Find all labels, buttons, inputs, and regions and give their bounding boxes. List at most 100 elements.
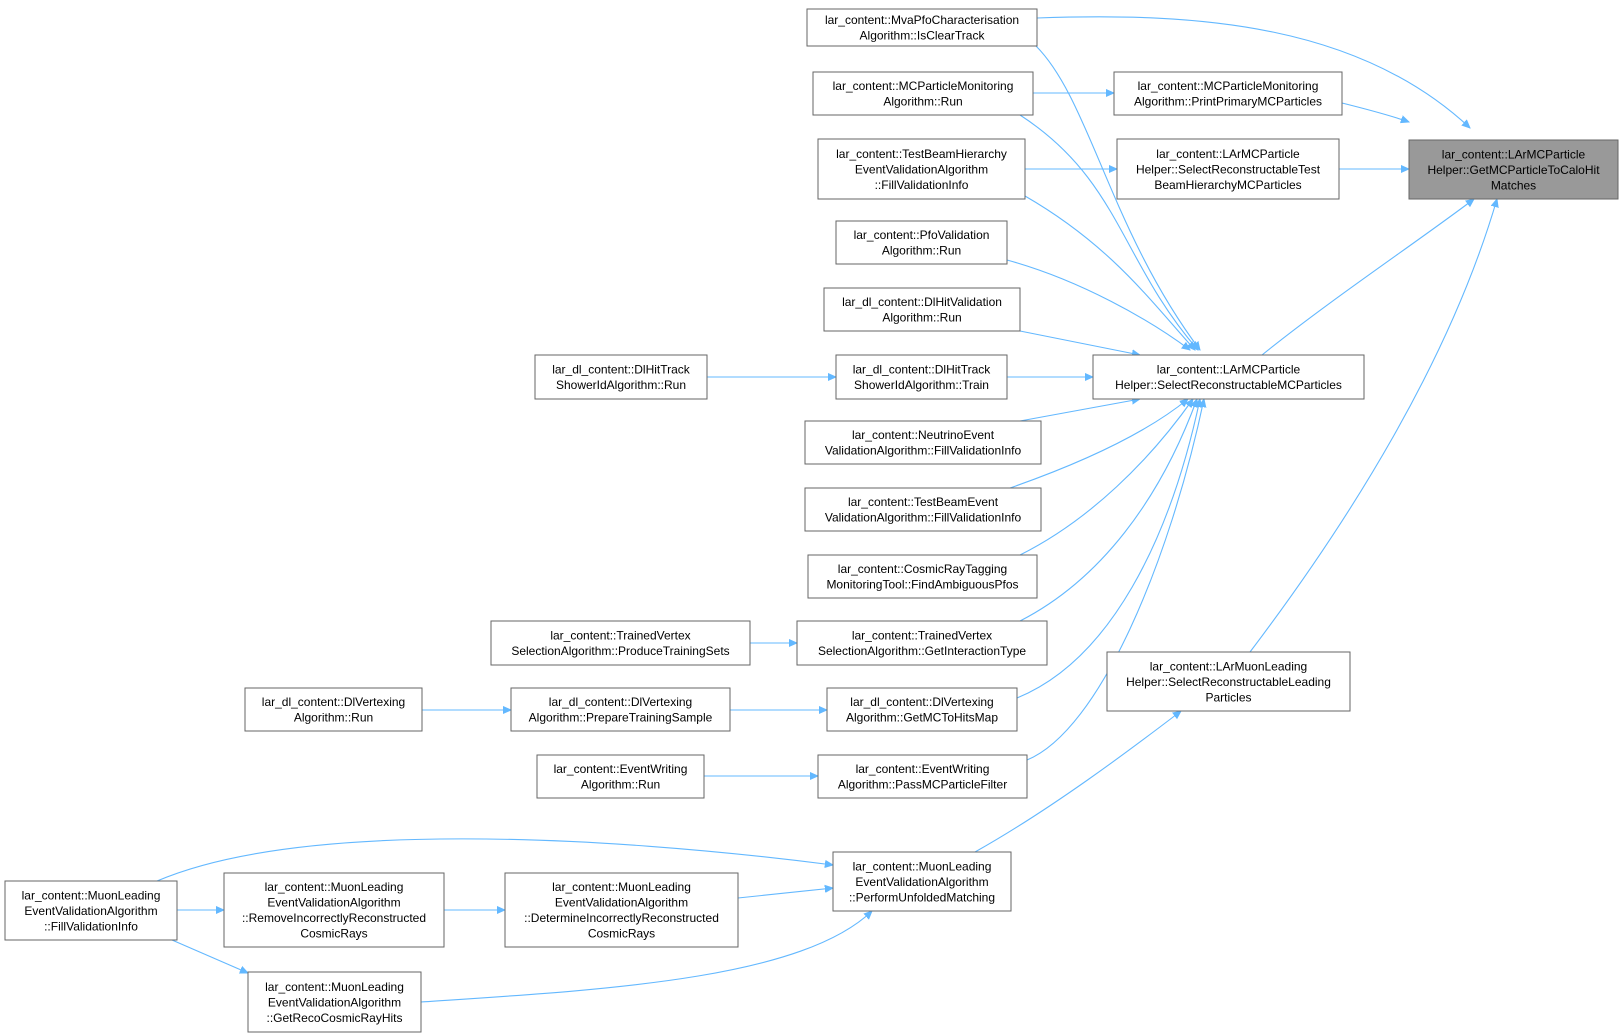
graph-node-ml_getreco[interactable]: lar_content::MuonLeadingEventValidationA… <box>247 971 422 1033</box>
edge-mva-to-srmc <box>1035 45 1200 350</box>
node-label-line: Algorithm::GetMCToHitsMap <box>846 711 998 725</box>
graph-node-dlv_getmc[interactable]: lar_dl_content::DlVertexingAlgorithm::Ge… <box>826 687 1018 732</box>
node-box <box>510 687 731 732</box>
graph-node-dlhit_run[interactable]: lar_dl_content::DlHitValidationAlgorithm… <box>823 287 1021 332</box>
node-box <box>536 754 705 799</box>
node-label-line: ::DetermineIncorrectlyReconstructed <box>524 911 719 925</box>
edge-mva-to-target <box>1036 16 1470 128</box>
node-box <box>796 620 1048 666</box>
node-label-line: Algorithm::PassMCParticleFilter <box>838 778 1007 792</box>
graph-node-dltrack_train[interactable]: lar_dl_content::DlHitTrackShowerIdAlgori… <box>835 354 1008 400</box>
node-label-line: ValidationAlgorithm::FillValidationInfo <box>825 444 1022 458</box>
graph-node-target[interactable]: lar_content::LArMCParticleHelper::GetMCP… <box>1408 139 1619 200</box>
edge-mcpm_print-to-target <box>1341 102 1409 122</box>
node-label-line: Algorithm::PrepareTrainingSample <box>529 711 713 725</box>
graph-node-ml_fill[interactable]: lar_content::MuonLeadingEventValidationA… <box>4 880 178 941</box>
graph-node-mva[interactable]: lar_content::MvaPfoCharacterisationAlgor… <box>806 8 1038 47</box>
graph-node-mcpm_run[interactable]: lar_content::MCParticleMonitoringAlgorit… <box>812 71 1034 116</box>
edge-pfo_run-to-srmc <box>1006 259 1190 350</box>
node-label-line: Algorithm::Run <box>294 711 373 725</box>
edge-ew_pass-to-srmc <box>1026 399 1204 761</box>
node-label-line: lar_content::MuonLeading <box>22 888 161 902</box>
node-label-line: EventValidationAlgorithm <box>24 904 157 918</box>
edge-mcpm_run-to-srmc <box>1019 114 1198 350</box>
node-label-line: lar_content::LArMCParticle <box>1157 363 1301 377</box>
node-label-line: EventValidationAlgorithm <box>855 875 988 889</box>
graph-node-nu_fill[interactable]: lar_content::NeutrinoEventValidationAlgo… <box>804 420 1042 465</box>
node-label-line: lar_content::MCParticleMonitoring <box>1138 79 1319 93</box>
graph-node-ml_determine[interactable]: lar_content::MuonLeadingEventValidationA… <box>504 872 739 948</box>
node-label-line: SelectionAlgorithm::GetInteractionType <box>818 644 1026 658</box>
node-label-line: Algorithm::IsClearTrack <box>860 29 986 43</box>
node-label-line: EventValidationAlgorithm <box>267 896 400 910</box>
graph-node-dlv_run[interactable]: lar_dl_content::DlVertexingAlgorithm::Ru… <box>244 687 423 732</box>
node-label-line: lar_content::TrainedVertex <box>550 629 690 643</box>
node-label-line: ::PerformUnfoldedMatching <box>849 890 995 904</box>
graph-node-ew_pass[interactable]: lar_content::EventWritingAlgorithm::Pass… <box>817 754 1028 799</box>
graph-node-ml_perform[interactable]: lar_content::MuonLeadingEventValidationA… <box>832 851 1012 912</box>
node-label-line: lar_content::MuonLeading <box>265 980 404 994</box>
graph-node-muon_sel[interactable]: lar_content::LArMuonLeadingHelper::Selec… <box>1106 651 1351 712</box>
node-label-line: lar_dl_content::DlHitValidation <box>842 295 1002 309</box>
edge-ml_perform-to-muon_sel <box>974 711 1181 853</box>
node-box <box>1116 138 1340 200</box>
node-box <box>504 872 739 948</box>
edge-ml_determine-to-ml_perform <box>737 888 833 899</box>
edge-dlhit_run-to-srmc <box>1019 330 1140 355</box>
node-label-line: Algorithm::Run <box>882 244 961 258</box>
node-label-line: ShowerIdAlgorithm::Run <box>556 378 686 392</box>
node-label-line: EventValidationAlgorithm <box>555 896 688 910</box>
graph-node-tv_get[interactable]: lar_content::TrainedVertexSelectionAlgor… <box>796 620 1048 666</box>
node-label-line: ::GetRecoCosmicRayHits <box>266 1011 402 1025</box>
node-label-line: Helper::GetMCParticleToCaloHit <box>1427 163 1600 177</box>
edge-ml_fill-to-ml_getreco <box>171 939 248 973</box>
node-label-line: Helper::SelectReconstructableLeading <box>1126 675 1331 689</box>
edge-ml_fill-to-ml_perform <box>156 838 833 882</box>
edge-ml_getreco-to-ml_perform <box>420 911 872 1003</box>
node-box <box>1092 354 1365 400</box>
node-label-line: lar_content::MuonLeading <box>853 859 992 873</box>
graph-node-tbh_fill[interactable]: lar_content::TestBeamHierarchyEventValid… <box>817 138 1026 200</box>
graph-node-tbe_fill[interactable]: lar_content::TestBeamEventValidationAlgo… <box>804 487 1042 532</box>
graph-node-srtb[interactable]: lar_content::LArMCParticleHelper::Select… <box>1116 138 1340 200</box>
node-box <box>247 971 422 1033</box>
node-box <box>812 71 1034 116</box>
node-box <box>823 287 1021 332</box>
edge-crt_find-to-srmc <box>1019 399 1193 556</box>
node-label-line: CosmicRays <box>588 927 655 941</box>
node-label-line: MonitoringTool::FindAmbiguousPfos <box>826 578 1018 592</box>
node-label-line: lar_content::TrainedVertex <box>852 629 992 643</box>
edge-tbe_fill-to-srmc <box>1009 399 1188 489</box>
node-label-line: EventValidationAlgorithm <box>855 162 988 176</box>
node-label-line: lar_content::EventWriting <box>856 762 990 776</box>
graph-node-mcpm_print[interactable]: lar_content::MCParticleMonitoringAlgorit… <box>1113 71 1343 116</box>
node-label-line: lar_content::LArMuonLeading <box>1150 659 1307 673</box>
nodes-layer: lar_content::LArMCParticleHelper::GetMCP… <box>4 8 1619 1033</box>
edge-muon_sel-to-target <box>1249 199 1497 653</box>
node-label-line: Helper::SelectReconstructableTest <box>1136 162 1321 176</box>
node-box <box>1408 139 1619 200</box>
node-label-line: lar_dl_content::DlVertexing <box>549 695 692 709</box>
node-box <box>1113 71 1343 116</box>
edge-nu_fill-to-srmc <box>1019 399 1140 422</box>
graph-node-tv_prod[interactable]: lar_content::TrainedVertexSelectionAlgor… <box>490 620 751 666</box>
node-label-line: ::FillValidationInfo <box>44 919 138 933</box>
graph-node-ml_remove[interactable]: lar_content::MuonLeadingEventValidationA… <box>223 872 445 948</box>
graph-node-crt_find[interactable]: lar_content::CosmicRayTaggingMonitoringT… <box>807 554 1038 599</box>
node-label-line: lar_content::LArMCParticle <box>1156 147 1300 161</box>
graph-node-dltrack_run[interactable]: lar_dl_content::DlHitTrackShowerIdAlgori… <box>534 354 708 400</box>
graph-node-dlv_prep[interactable]: lar_dl_content::DlVertexingAlgorithm::Pr… <box>510 687 731 732</box>
node-label-line: lar_content::PfoValidation <box>854 228 990 242</box>
graph-node-srmc[interactable]: lar_content::LArMCParticleHelper::Select… <box>1092 354 1365 400</box>
edge-tbh_fill-to-srmc <box>1024 195 1195 350</box>
node-label-line: lar_content::MvaPfoCharacterisation <box>825 13 1019 27</box>
node-box <box>804 420 1042 465</box>
node-label-line: lar_content::MCParticleMonitoring <box>833 79 1014 93</box>
node-box <box>804 487 1042 532</box>
node-box <box>826 687 1018 732</box>
node-label-line: Algorithm::PrintPrimaryMCParticles <box>1134 95 1322 109</box>
node-box <box>835 354 1008 400</box>
node-label-line: lar_content::TestBeamHierarchy <box>836 147 1007 161</box>
